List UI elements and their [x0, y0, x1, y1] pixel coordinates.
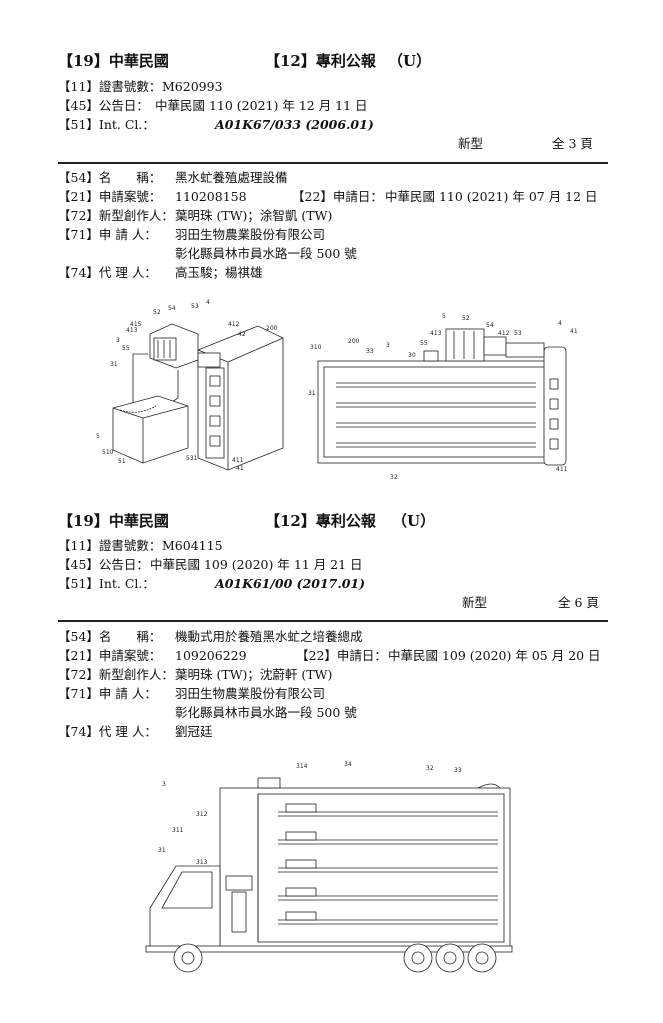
fig-c-label: 33	[454, 767, 462, 774]
agents: 高玉駿；楊祺雄	[175, 265, 263, 280]
applicant-address: 彰化縣員林市員水路一段 500 號	[175, 705, 357, 720]
fig-a-label: 415	[130, 321, 142, 328]
ipc-code: A01K67/033 (2006.01)	[215, 117, 374, 132]
app-no-label: 【21】申請案號：	[58, 189, 162, 204]
fig-a-label: 53	[191, 303, 199, 310]
fig-b-label: 310	[310, 344, 322, 351]
app-number: 109206229	[175, 648, 247, 663]
app-no-label: 【21】申請案號：	[58, 648, 162, 663]
fig-b-label: 3	[386, 342, 390, 349]
inventors: 葉明珠 (TW)；涂智凱 (TW)	[175, 208, 333, 223]
fig-a-label: 531	[186, 455, 198, 462]
patent-title: 機動式用於養殖黑水虻之培養總成	[175, 629, 363, 644]
gazette-kind: 【12】專利公報	[265, 512, 376, 530]
title-label: 【54】名 稱：	[58, 629, 162, 644]
fig-b-label: 55	[420, 340, 428, 347]
cert-label: 【11】證書號數：	[58, 538, 162, 553]
fig-c-label: 34	[344, 761, 352, 768]
fig-c-label: 313	[196, 859, 208, 866]
fig-b-label: 413	[430, 330, 442, 337]
fig-a-label: 5	[96, 433, 100, 440]
cert-number: M620993	[162, 79, 223, 94]
page-count: 全 3 頁	[552, 136, 593, 151]
category: 新型	[458, 136, 484, 151]
section-divider	[58, 620, 608, 622]
fig-a-label: 54	[168, 305, 176, 312]
fig-b-label: 33	[366, 348, 374, 355]
category: 新型	[462, 595, 488, 610]
fig-c-label: 31	[158, 847, 166, 854]
fig-a-label: 41	[236, 465, 244, 472]
pub-date: 中華民國 110 (2021) 年 12 月 11 日	[155, 98, 368, 113]
fig-c-label: 312	[196, 811, 208, 818]
fig-b-label: 41	[570, 328, 578, 335]
inventor-label: 【72】新型創作人：	[58, 667, 174, 682]
pub-label: 【45】公告日：	[58, 98, 149, 113]
fig-a-label: 413	[126, 327, 138, 334]
app-number: 110208158	[175, 189, 247, 204]
fig-b-label: 4	[558, 320, 562, 327]
fig-c-label: 32	[426, 765, 434, 772]
app-date-label: 【22】申請日：	[292, 189, 383, 204]
patent-figure-truck: 314 34 32 33 3 312 311 31 313	[145, 761, 513, 973]
patent-figure-section: 5 52 54 4 413 412 53 41 310 200 55 3 33 …	[308, 313, 578, 481]
applicant-label: 【71】申 請 人：	[58, 227, 157, 242]
fig-a-label: 4	[206, 299, 210, 306]
fig-a-label: 3	[116, 337, 120, 344]
fig-a-label: 55	[122, 345, 130, 352]
ipc-label: 【51】Int. Cl.：	[58, 117, 155, 132]
fig-c-label: 311	[172, 827, 184, 834]
fig-b-label: 53	[514, 330, 522, 337]
agent-label: 【74】代 理 人：	[58, 265, 157, 280]
fig-b-label: 30	[408, 352, 416, 359]
agent-label: 【74】代 理 人：	[58, 724, 157, 739]
ipc-label: 【51】Int. Cl.：	[58, 576, 155, 591]
applicant-label: 【71】申 請 人：	[58, 686, 157, 701]
fig-a-label: 42	[238, 331, 246, 338]
fig-a-label: 412	[228, 321, 240, 328]
gazette-kind: 【12】專利公報	[265, 52, 376, 70]
app-date: 中華民國 110 (2021) 年 07 月 12 日	[385, 189, 598, 204]
fig-b-label: 411	[556, 466, 568, 473]
fig-a-label: 52	[153, 309, 161, 316]
applicant: 羽田生物農業股份有限公司	[175, 227, 326, 242]
patent-type: （U）	[392, 512, 436, 530]
pub-label: 【45】公告日：	[58, 557, 149, 572]
applicant-address: 彰化縣員林市員水路一段 500 號	[175, 246, 357, 261]
fig-b-label: 32	[390, 474, 398, 481]
fig-a-label: 31	[110, 361, 118, 368]
fig-b-label: 52	[462, 315, 470, 322]
applicant: 羽田生物農業股份有限公司	[175, 686, 326, 701]
fig-a-label: 510	[102, 449, 114, 456]
fig-a-label: 411	[232, 457, 244, 464]
fig-b-label: 200	[348, 338, 360, 345]
title-label: 【54】名 稱：	[58, 170, 162, 185]
app-date: 中華民國 109 (2020) 年 05 月 20 日	[388, 648, 601, 663]
agents: 劉冠廷	[175, 724, 213, 739]
inventors: 葉明珠 (TW)；沈蔚軒 (TW)	[175, 667, 333, 682]
fig-a-label: 200	[266, 325, 278, 332]
country-header: 【19】中華民國	[58, 52, 169, 70]
fig-b-label: 412	[498, 330, 510, 337]
pub-date: 中華民國 109 (2020) 年 11 月 21 日	[150, 557, 363, 572]
fig-b-label: 31	[308, 390, 316, 397]
patent-figure-isometric: 54 53 4 52 412 415 413 42 200 3 55 31 5 …	[96, 299, 284, 472]
cert-label: 【11】證書號數：	[58, 79, 162, 94]
fig-c-label: 3	[162, 781, 166, 788]
fig-b-label: 54	[486, 322, 494, 329]
page-count: 全 6 頁	[558, 595, 599, 610]
fig-b-label: 5	[442, 313, 446, 320]
country-header: 【19】中華民國	[58, 512, 169, 530]
fig-a-label: 51	[118, 458, 126, 465]
patent-title: 黑水虻養殖處理設備	[175, 170, 288, 185]
fig-c-label: 314	[296, 763, 308, 770]
patent-type: （U）	[388, 52, 432, 70]
cert-number: M604115	[162, 538, 223, 553]
ipc-code: A01K61/00 (2017.01)	[215, 576, 366, 591]
section-divider	[58, 162, 608, 164]
inventor-label: 【72】新型創作人：	[58, 208, 174, 223]
app-date-label: 【22】申請日：	[296, 648, 387, 663]
